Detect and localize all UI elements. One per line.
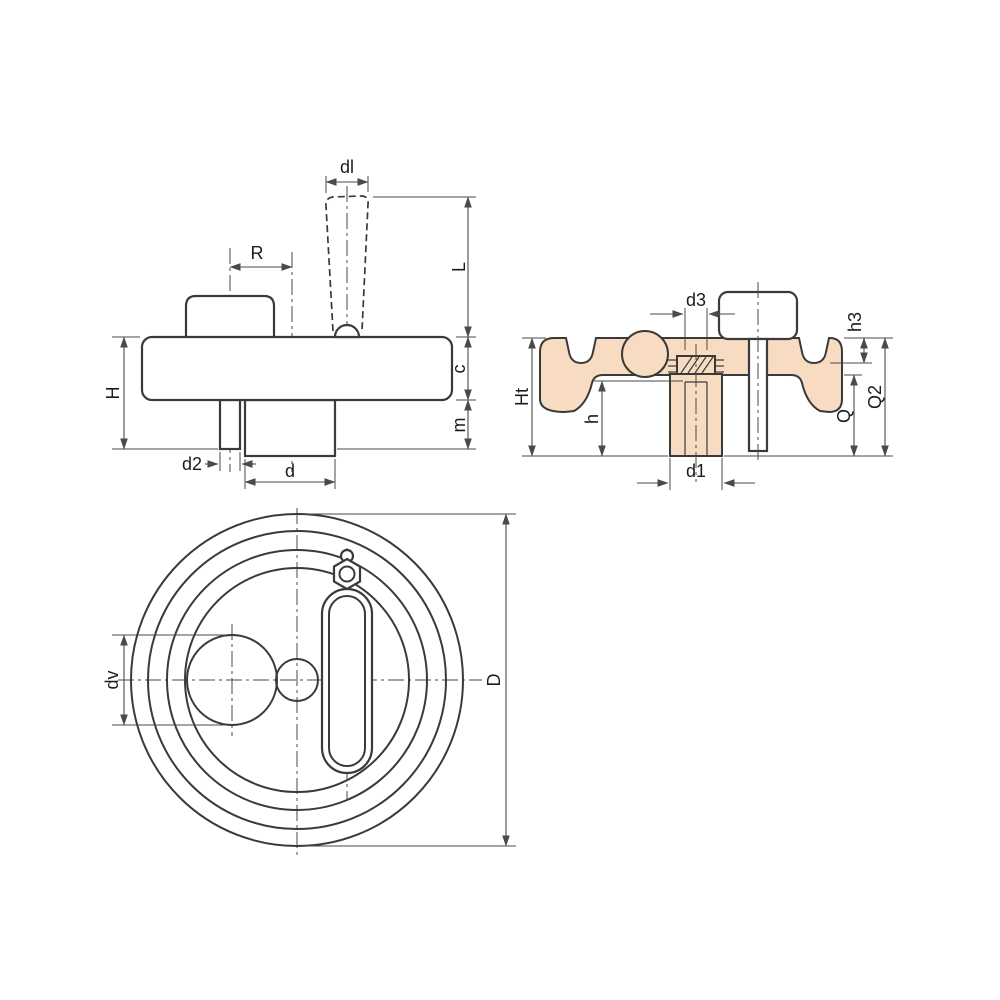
label-L: L [449,262,469,272]
label-H: H [103,387,123,400]
label-c: c [449,365,469,374]
label-dv: dv [102,670,122,689]
dim-R: R [229,243,293,271]
label-Q: Q [834,409,854,423]
dim-d1: d1 [637,458,755,490]
label-d1: d1 [686,461,706,481]
label-R: R [251,243,264,263]
label-Q2: Q2 [865,385,885,409]
dim-d: d [244,459,336,489]
outer-rim-circle [130,513,464,847]
dim-Ht: Ht [512,337,668,457]
wheel-body-side [140,335,454,402]
handle-pin [218,398,242,451]
label-Ht: Ht [512,388,532,406]
label-d2: d2 [182,454,202,474]
revolving-handle-ball [621,330,669,378]
hub-section [669,373,723,457]
dim-h3: h3 [830,312,872,364]
side-view: dl L R c m H [103,157,476,489]
handle-grip-outline [320,587,374,775]
handle-hex-nut [332,557,362,591]
dim-H: H [103,336,218,450]
label-d3: d3 [686,290,706,310]
groove-outer-circle [166,549,428,811]
revolving-handle-plan [186,634,278,726]
plan-view: dv D [102,508,516,856]
label-d: d [285,461,295,481]
rim-inner-circle [147,530,447,830]
dim-Q2: Q2 [844,337,893,457]
revolving-handle-base [184,294,276,340]
dim-d2: d2 [182,452,256,474]
dim-h: h [582,380,683,457]
section-view: d3 h3 Ht h Q [512,282,893,490]
dim-m: m [337,399,476,450]
dim-D: D [303,513,516,847]
folding-handle-plan [320,548,374,775]
hub-side [243,398,337,458]
label-dl: dl [340,157,354,177]
handle-pivot-dome [333,323,361,339]
label-h3: h3 [845,312,865,332]
dim-dl: dl [325,157,369,193]
label-m: m [449,418,469,433]
hex-nut-bore [338,565,356,583]
label-h: h [582,414,602,424]
handle-grip-inner [328,595,366,767]
dim-d3: d3 [650,290,735,350]
label-D: D [484,674,504,687]
dim-Q: Q [724,374,893,457]
groove-inner-circle [184,567,410,793]
dim-dv: dv [102,634,226,726]
